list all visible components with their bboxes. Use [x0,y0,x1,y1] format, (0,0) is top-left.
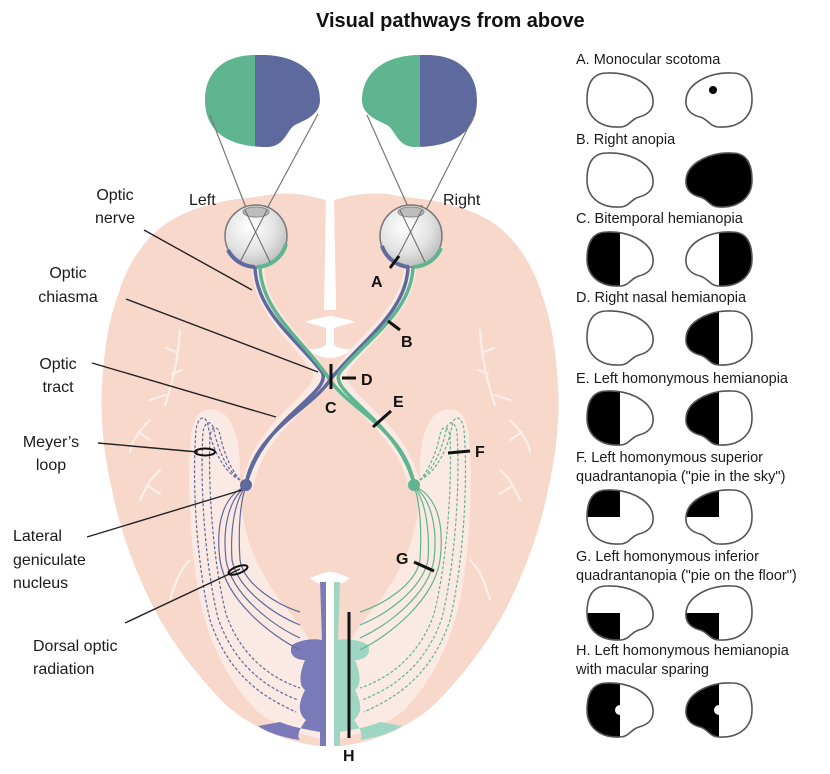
lesion-mark-a [388,255,401,269]
visual-field-defects-panel: A. Monocular scotoma B. Right anopia C. Bi… [575,52,797,738]
dorsal-optic-radiation-label-line1: Dorsal optic [33,638,117,655]
scotoma-spot [709,86,717,94]
optic-nerve-label-line1: Optic [96,187,133,204]
defect-caption: A. Monocular scotoma [576,52,721,68]
right-radiation-zone [334,409,471,740]
defect-caption: C. Bitemporal hemianopia [576,211,744,227]
defect-caption: B. Right anopia [576,132,676,148]
right-eye [379,204,443,269]
optic-tract-label-line1: Optic [39,356,76,373]
field-defect-area [587,231,620,287]
left-visual-cortex [258,582,326,746]
defect-caption: E. Left homonymous hemianopia [576,371,789,387]
structure-labels: Optic nerve Optic chiasma Optic tract Me… [13,187,135,678]
lgn-label-line1: Lateral [13,528,62,545]
dorsal-optic-radiation-label-line2: radiation [33,661,94,678]
lesion-marks [329,255,471,738]
right-eye-label: Right [443,192,481,209]
lesion-letters: A B C D E F G H [325,274,485,765]
defect-caption: F. Left homonymous superior [576,450,763,466]
defect-row-b: B. Right anopia [576,132,753,208]
figure-title: Visual pathways from above [316,10,585,32]
field-left-eye [586,310,654,366]
optic-tract-label-line2: tract [42,379,74,396]
defect-caption: quadrantanopia ("pie in the sky") [576,469,785,485]
optic-nerve-label-line2: nerve [95,210,135,227]
field-right-eye [685,72,753,128]
lesion-mark-f [447,449,471,455]
defect-row-e: E. Left homonymous hemianopia [576,371,789,446]
defect-row-d: D. Right nasal hemianopia [576,290,753,366]
lesion-letter-f: F [475,444,485,461]
field-right-eye [685,585,753,641]
defect-row-f: F. Left homonymous superior quadrantanopi… [576,450,785,545]
lesion-mark-g [413,560,435,573]
lesion-mark-b [387,319,401,332]
field-right-eye [685,682,753,738]
defect-row-g: G. Left homonymous inferior quadrantanopi… [576,549,797,641]
field-left-eye [586,585,654,641]
lesion-letter-h: H [343,748,355,765]
optic-chiasma-label-line1: Optic [49,265,86,282]
left-eye-visual-field [205,55,320,148]
field-left-eye [586,152,654,208]
defect-caption: D. Right nasal hemianopia [576,290,747,306]
defect-caption: G. Left homonymous inferior [576,549,759,565]
field-defect-area [587,682,620,738]
optic-chiasma-label-line2: chiasma [38,289,98,306]
field-right-eye [685,152,753,208]
field-left-eye [586,682,654,738]
lesion-letter-a: A [371,274,383,291]
defect-caption: H. Left homonymous hemianopia [576,643,790,659]
left-eye [224,204,288,269]
field-right-eye [685,489,753,545]
defect-row-h: H. Left homonymous hemianopia with macula… [575,643,790,738]
field-left-eye [586,390,654,446]
left-eye-label: Left [189,192,216,209]
left-optic-radiation [193,417,301,713]
right-optic-radiation [359,417,467,713]
meyers-loop-label-line1: Meyer’s [23,434,79,451]
lesion-letter-b: B [401,334,413,351]
field-right-eye [685,231,753,287]
lesion-mark-e [372,409,392,429]
left-radiation-zone [189,409,326,740]
right-eye-visual-field [362,55,477,148]
field-left-eye [586,489,654,545]
lesion-letter-c: C [325,400,337,417]
brain [101,193,559,747]
field-right-eye [685,390,753,446]
meyers-loop-label-line2: loop [36,457,66,474]
lgn-label-line2: geniculate [13,552,86,569]
field-right-eye [685,310,753,366]
field-defect-area [587,489,620,517]
defect-row-c: C. Bitemporal hemianopia [576,211,753,287]
field-defect-area [719,231,753,287]
projection-lines [209,113,476,263]
field-left-eye [586,231,654,287]
defect-caption: with macular sparing [575,662,709,678]
field-defect-area [587,390,620,446]
field-left-eye [586,72,654,128]
lesion-letter-e: E [393,394,404,411]
right-visual-cortex [334,582,402,746]
defect-row-a: A. Monocular scotoma [576,52,753,128]
field-defect-area [685,152,753,208]
leader-lines [86,229,319,624]
defect-caption: quadrantanopia ("pie on the floor") [576,568,797,584]
lesion-letter-g: G [396,551,408,568]
lesion-letter-d: D [361,372,373,389]
lgn-label-line3: nucleus [13,575,68,592]
